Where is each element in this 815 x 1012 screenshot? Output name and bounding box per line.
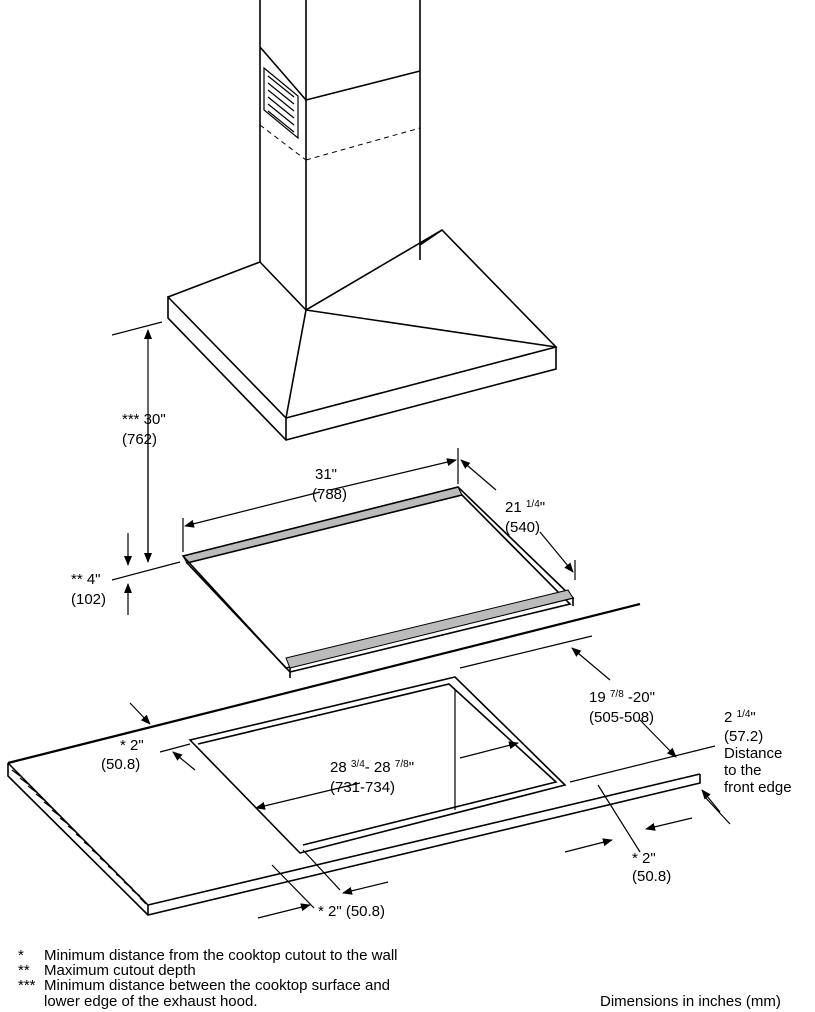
front-edge-value: 2 1/4" bbox=[724, 709, 756, 726]
wall-left-mm: (50.8) bbox=[101, 756, 140, 773]
dimension-lines bbox=[111, 321, 731, 919]
hood-height-mm: (762) bbox=[122, 431, 157, 448]
front-edge-desc-1: Distance bbox=[724, 745, 782, 762]
footnote-mark: ** bbox=[18, 962, 30, 979]
footnotes: * Minimum distance from the cooktop cuto… bbox=[18, 947, 398, 1010]
countertop bbox=[7, 602, 701, 916]
footnote-text: Minimum distance between the cooktop sur… bbox=[44, 977, 390, 994]
bottom-gap-label: * 2" (50.8) bbox=[318, 903, 385, 920]
front-edge-desc-2: to the bbox=[724, 762, 762, 779]
footnote-text: lower edge of the exhaust hood. bbox=[44, 993, 258, 1010]
footnote-mark: *** bbox=[18, 977, 36, 994]
cutout-depth2-mm: (505-508) bbox=[589, 709, 654, 726]
units-note: Dimensions in inches (mm) bbox=[600, 993, 781, 1010]
cutout-depth2-value: 19 7/8 -20" bbox=[589, 689, 655, 706]
exhaust-hood bbox=[166, 0, 558, 441]
hood-height-value: *** 30" bbox=[122, 411, 166, 428]
wall-left-value: * 2" bbox=[120, 737, 144, 754]
cooktop-cutout bbox=[188, 676, 567, 854]
cutout-width-mm: (731-734) bbox=[330, 779, 395, 796]
footnote-mark: * bbox=[18, 947, 24, 964]
vent-grille-icon bbox=[263, 66, 299, 140]
cooktop-width-value: 31" bbox=[315, 466, 337, 483]
cutout-depth-value: ** 4" bbox=[71, 571, 101, 588]
front-edge-mm: (57.2) bbox=[724, 728, 763, 745]
countertop-edge-hatch bbox=[11, 769, 147, 905]
cooktop-depth-mm: (540) bbox=[505, 519, 540, 536]
cutout-depth-mm: (102) bbox=[71, 591, 106, 608]
footnote-text: Minimum distance from the cooktop cutout… bbox=[44, 947, 398, 964]
cooktop-depth-value: 21 1/4" bbox=[505, 499, 545, 516]
right-gap-value: * 2" bbox=[632, 850, 656, 867]
cooktop bbox=[181, 486, 575, 678]
front-edge-desc-3: front edge bbox=[724, 779, 792, 796]
footnote-text: Maximum cutout depth bbox=[44, 962, 196, 979]
cooktop-width-mm: (788) bbox=[312, 486, 347, 503]
right-gap-mm: (50.8) bbox=[632, 868, 671, 885]
cutout-width-value: 28 3/4- 28 7/8" bbox=[330, 759, 414, 776]
